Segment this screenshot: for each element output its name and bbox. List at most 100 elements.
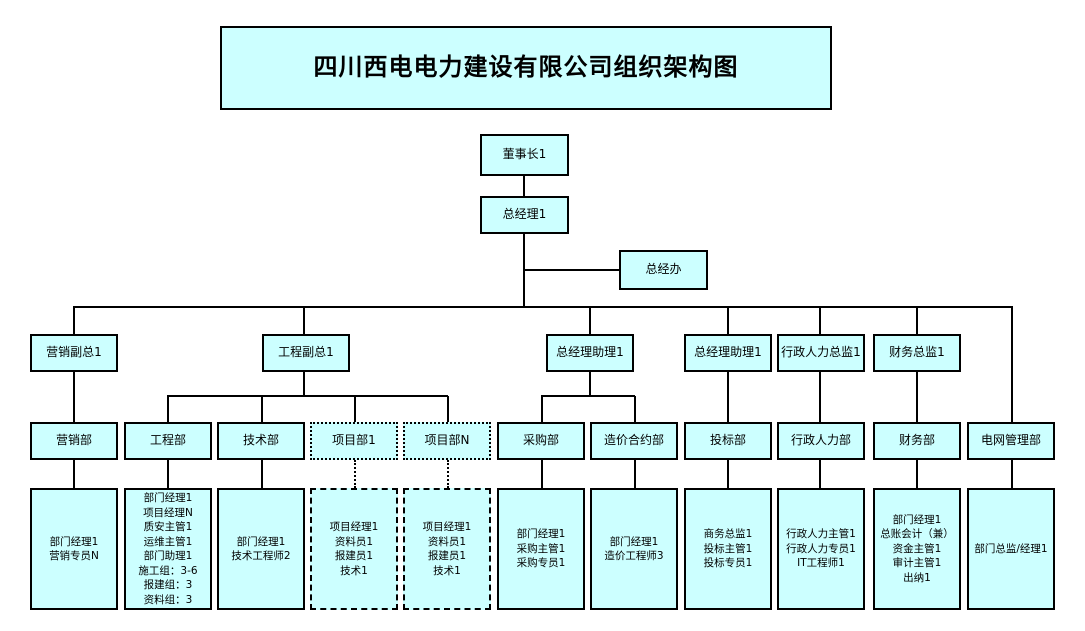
- connector: [541, 395, 635, 397]
- dept-bidding: 投标部: [684, 422, 772, 460]
- staff-grid-management: 部门总监/经理1: [967, 488, 1055, 610]
- staff-line: 施工组：3-6: [138, 564, 198, 577]
- staff-line: 部门经理1: [609, 535, 659, 548]
- connector: [727, 307, 729, 335]
- connector: [167, 460, 169, 488]
- staff-line: 部门经理1: [516, 528, 566, 541]
- dept-label: 采购部: [522, 433, 559, 448]
- connector: [541, 460, 543, 488]
- node-label: 总经办: [645, 262, 682, 277]
- connector: [1011, 307, 1013, 423]
- connector: [523, 176, 525, 196]
- staff-line: 部门经理1: [143, 492, 193, 504]
- connector: [727, 372, 729, 423]
- dept-label: 造价合约部: [603, 433, 664, 448]
- staff-line: 投标专员1: [703, 557, 753, 570]
- staff-line: 部门总监/经理1: [974, 542, 1048, 555]
- connector: [916, 372, 918, 423]
- node-sales-vp: 营销副总1: [30, 334, 118, 372]
- connector: [589, 372, 591, 396]
- dept-finance: 财务部: [873, 422, 961, 460]
- dept-label: 技术部: [242, 433, 279, 448]
- connector: [1011, 460, 1013, 488]
- connector: [589, 307, 591, 335]
- dept-technical: 技术部: [217, 422, 305, 460]
- staff-line: 行政人力主管1: [786, 528, 856, 541]
- dept-label: 工程部: [149, 433, 186, 448]
- dept-admin-hr: 行政人力部: [777, 422, 865, 460]
- staff-finance: 部门经理1 总账会计（兼） 资金主管1 审计主管1 出纳1: [873, 488, 961, 610]
- connector: [447, 396, 449, 423]
- node-general-manager: 总经理1: [480, 196, 569, 234]
- connector: [261, 396, 263, 423]
- connector: [261, 460, 263, 488]
- staff-technical: 部门经理1 技术工程师2: [217, 488, 305, 610]
- staff-line: 资料组：3: [143, 593, 193, 606]
- staff-line: 营销专员N: [49, 550, 99, 562]
- connector: [916, 460, 918, 488]
- connector: [167, 396, 169, 423]
- node-label: 营销副总1: [46, 345, 102, 360]
- chart-title: 四川西电电力建设有限公司组织架构图: [313, 53, 739, 82]
- staff-line: 项目经理1: [329, 521, 379, 533]
- connector: [819, 307, 821, 335]
- staff-line: 技术工程师2: [231, 550, 291, 562]
- connector-dotted: [447, 460, 449, 488]
- dept-grid-management: 电网管理部: [967, 422, 1055, 460]
- dept-project-1: 项目部1: [310, 422, 398, 460]
- dept-costing: 造价合约部: [590, 422, 678, 460]
- staff-line: 造价工程师3: [604, 550, 664, 562]
- connector: [727, 460, 729, 488]
- connector: [167, 395, 448, 397]
- node-label: 总经理1: [502, 207, 547, 222]
- staff-line: 报建员1: [427, 550, 467, 562]
- staff-bidding: 商务总监1 投标主管1 投标专员1: [684, 488, 772, 610]
- connector: [541, 396, 543, 423]
- node-label: 董事长1: [502, 147, 547, 162]
- connector: [303, 372, 305, 396]
- staff-costing: 部门经理1 造价工程师3: [590, 488, 678, 610]
- staff-line: 技术1: [433, 564, 461, 577]
- staff-line: 出纳1: [903, 571, 931, 584]
- connector: [634, 460, 636, 488]
- staff-line: 报建组：3: [143, 579, 193, 591]
- staff-line: 项目经理1: [422, 521, 472, 533]
- dept-sales: 营销部: [30, 422, 118, 460]
- staff-line: 项目经理N: [143, 506, 193, 519]
- staff-line: 总账会计（兼）: [880, 528, 954, 541]
- staff-project-1: 项目经理1 资料员1 报建员1 技术1: [310, 488, 398, 610]
- connector: [303, 307, 305, 335]
- dept-procurement: 采购部: [497, 422, 585, 460]
- node-gm-assistant-a: 总经理助理1: [546, 334, 634, 372]
- staff-sales: 部门经理1 营销专员N: [30, 488, 118, 610]
- node-gm-office: 总经办: [619, 250, 708, 290]
- node-label: 工程副总1: [278, 345, 334, 360]
- staff-line: 采购主管1: [516, 542, 566, 555]
- connector: [73, 460, 75, 488]
- staff-line: 审计主管1: [892, 557, 942, 570]
- staff-line: IT工程师1: [797, 557, 845, 570]
- connector-dotted: [354, 460, 356, 488]
- connector: [73, 307, 75, 335]
- dept-label: 项目部N: [424, 433, 470, 448]
- connector: [354, 396, 356, 423]
- staff-line: 质安主管1: [143, 521, 193, 533]
- staff-admin-hr: 行政人力主管1 行政人力专员1 IT工程师1: [777, 488, 865, 610]
- connector: [524, 269, 620, 271]
- node-chairman: 董事长1: [480, 134, 569, 176]
- staff-engineering: 部门经理1 项目经理N 质安主管1 运维主管1 部门助理1 施工组：3-6 报建…: [124, 488, 212, 610]
- staff-line: 资料员1: [427, 535, 467, 548]
- staff-line: 资金主管1: [892, 542, 942, 555]
- dept-project-n: 项目部N: [403, 422, 491, 460]
- staff-line: 技术1: [340, 564, 368, 577]
- connector: [819, 460, 821, 488]
- connector: [73, 306, 1013, 308]
- staff-line: 采购专员1: [516, 557, 566, 570]
- staff-line: 部门经理1: [236, 535, 286, 548]
- staff-line: 资料员1: [334, 535, 374, 548]
- node-engineering-vp: 工程副总1: [262, 334, 350, 372]
- staff-line: 部门经理1: [49, 535, 99, 548]
- connector: [634, 396, 636, 423]
- connector: [916, 307, 918, 335]
- staff-procurement: 部门经理1 采购主管1 采购专员1: [497, 488, 585, 610]
